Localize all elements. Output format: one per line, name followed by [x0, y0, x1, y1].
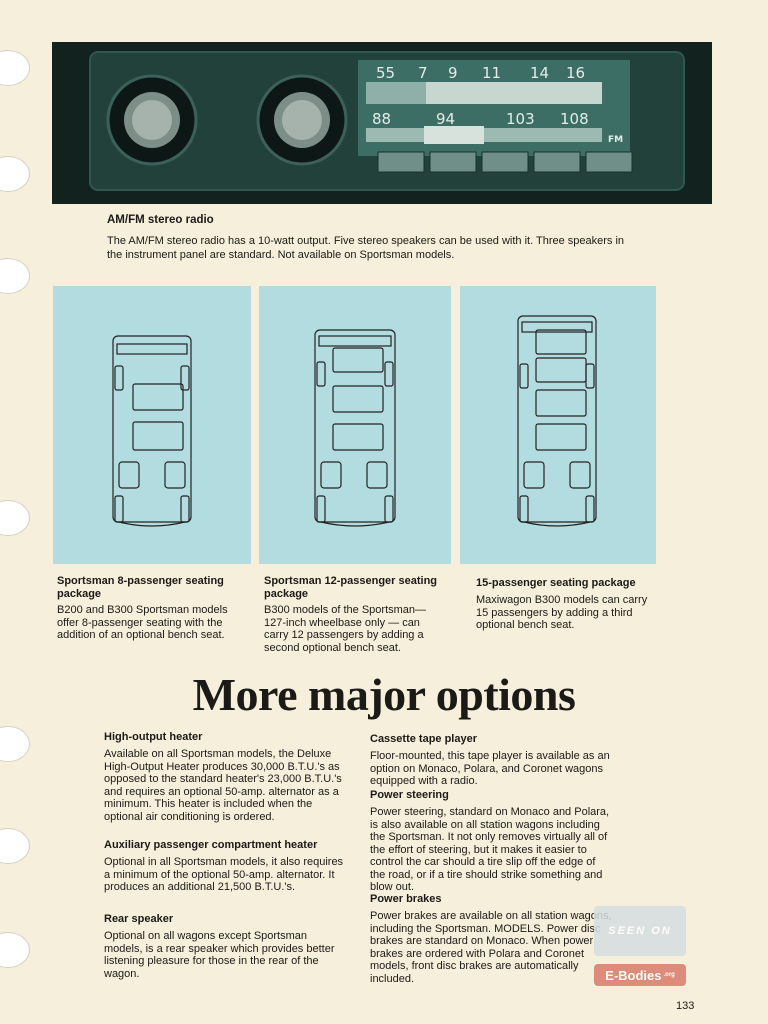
rear-speaker-body: Optional on all wagons except Sportsman … — [104, 930, 335, 980]
seating-12-body: B300 models of the Sportsman—127-inch wh… — [264, 604, 427, 654]
page-number: 133 — [676, 1000, 695, 1012]
power-brakes-body: Power brakes are available on all statio… — [370, 910, 612, 985]
binder-hole — [0, 932, 30, 968]
am-scale-11: 11 — [482, 64, 501, 82]
fm-scale-88: 88 — [372, 110, 391, 128]
am-scale-55: 55 — [376, 64, 395, 82]
eb-watermark: SEEN ON E-Bodies.org — [594, 906, 686, 992]
power-brakes-title: Power brakes — [370, 893, 442, 905]
am-scale-7: 7 — [418, 64, 428, 82]
rear-speaker-title: Rear speaker — [104, 913, 174, 925]
page-heading: More major options — [192, 669, 576, 720]
cassette-player-body: Floor-mounted, this tape player is avail… — [370, 750, 610, 787]
binder-hole — [0, 258, 30, 294]
radio-caption-title: AM/FM stereo radio — [107, 214, 214, 226]
watermark-seen-on: SEEN ON — [594, 906, 686, 956]
binder-hole — [0, 828, 30, 864]
radio-caption-body: The AM/FM stereo radio has a 10-watt out… — [107, 235, 625, 261]
fm-scale-108: 108 — [560, 110, 589, 128]
seating-diagram-8 — [53, 286, 251, 564]
am-scale-9: 9 — [448, 64, 458, 82]
fm-scale-103: 103 — [506, 110, 535, 128]
am-scale-16: 16 — [566, 64, 585, 82]
binder-hole — [0, 156, 30, 192]
am-scale-14: 14 — [530, 64, 549, 82]
seating-8-title: Sportsman 8-passenger seating package — [57, 575, 224, 600]
fm-badge: FM — [608, 135, 623, 145]
watermark-suffix: .org — [663, 972, 675, 978]
aux-heater-body: Optional in all Sportsman models, it als… — [104, 856, 344, 893]
seating-12-title: Sportsman 12-passenger seating package — [264, 575, 438, 600]
watermark-e-bodies: E-Bodies.org — [594, 964, 686, 986]
radio-photo: 55 7 9 11 14 16 88 94 103 108 FM — [52, 42, 712, 204]
aux-heater-title: Auxiliary passenger compartment heater — [104, 839, 318, 851]
binder-hole — [0, 50, 30, 86]
binder-hole — [0, 500, 30, 536]
power-steering-title: Power steering — [370, 789, 449, 801]
cassette-player-title: Cassette tape player — [370, 733, 477, 745]
high-output-heater-body: Available on all Sportsman models, the D… — [104, 748, 342, 823]
seating-diagram-12 — [259, 286, 451, 564]
seating-diagram-15 — [460, 286, 656, 564]
binder-hole — [0, 726, 30, 762]
seating-15-body: Maxiwagon B300 models can carry 15 passe… — [476, 594, 648, 631]
seating-15-title: 15-passenger seating package — [476, 577, 636, 589]
power-steering-body: Power steering, standard on Monaco and P… — [370, 806, 610, 893]
fm-scale-94: 94 — [436, 110, 455, 128]
seating-8-body: B200 and B300 Sportsman models offer 8-p… — [57, 604, 228, 641]
watermark-site: E-Bodies — [605, 967, 662, 983]
high-output-heater-title: High-output heater — [104, 731, 203, 743]
